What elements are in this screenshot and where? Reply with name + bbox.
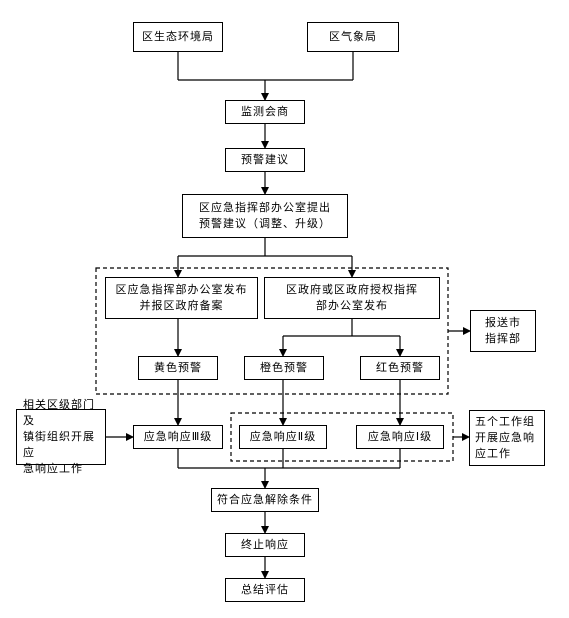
node-response-level1: 应急响应Ⅰ级 [356, 425, 444, 449]
node-orange-warning-label: 橙色预警 [260, 361, 308, 374]
node-weather-bureau: 区气象局 [307, 22, 399, 52]
node-yellow-warning: 黄色预警 [138, 356, 218, 380]
node-summary-evaluation: 总结评估 [225, 578, 305, 602]
node-gov-publish-line1: 区政府或区政府授权指挥 [286, 283, 418, 296]
node-response-level2-label: 应急响应Ⅱ级 [249, 430, 317, 443]
node-weather-bureau-label: 区气象局 [329, 30, 377, 43]
node-lift-conditions-label: 符合应急解除条件 [217, 493, 313, 506]
node-response-level2: 应急响应Ⅱ级 [239, 425, 327, 449]
node-five-groups-line3: 应工作 [475, 447, 511, 460]
node-related-depts-line1: 相关区级部门及 [23, 398, 95, 427]
node-office-publish-line1: 区应急指挥部办公室发布 [115, 283, 248, 296]
node-eco-bureau-label: 区生态环境局 [142, 30, 214, 43]
node-lift-conditions: 符合应急解除条件 [211, 488, 319, 512]
node-warning-advice-label: 预警建议 [241, 153, 289, 166]
node-gov-publish: 区政府或区政府授权指挥 部办公室发布 [264, 277, 440, 319]
node-orange-warning: 橙色预警 [244, 356, 324, 380]
node-monitoring-consult-label: 监测会商 [241, 105, 289, 118]
node-report-city-line1: 报送市 [485, 316, 521, 329]
node-warning-advice: 预警建议 [225, 148, 305, 172]
node-red-warning: 红色预警 [360, 356, 440, 380]
node-monitoring-consult: 监测会商 [225, 100, 305, 124]
node-gov-publish-line2: 部办公室发布 [316, 299, 388, 312]
node-response-level3-label: 应急响应Ⅲ级 [143, 430, 213, 443]
node-office-propose-line1: 区应急指挥部办公室提出 [199, 201, 331, 214]
node-related-depts-line3: 急响应工作 [23, 462, 83, 475]
node-five-groups-line1: 五个工作组 [475, 415, 535, 428]
node-office-publish-line2: 并报区政府备案 [139, 299, 224, 312]
node-terminate-response: 终止响应 [225, 533, 305, 557]
node-eco-bureau: 区生态环境局 [133, 22, 223, 52]
node-related-depts-line2: 镇街组织开展应 [23, 430, 95, 459]
node-summary-evaluation-label: 总结评估 [241, 583, 289, 596]
node-office-propose-line2: 预警建议（调整、升级） [199, 217, 331, 230]
node-response-level1-label: 应急响应Ⅰ级 [367, 430, 433, 443]
node-five-groups-line2: 开展应急响 [475, 431, 535, 444]
node-response-level3: 应急响应Ⅲ级 [133, 425, 223, 449]
node-red-warning-label: 红色预警 [376, 361, 424, 374]
node-report-city: 报送市 指挥部 [470, 310, 536, 352]
node-office-publish: 区应急指挥部办公室发布 并报区政府备案 [105, 277, 258, 319]
node-yellow-warning-label: 黄色预警 [154, 361, 202, 374]
node-report-city-line2: 指挥部 [485, 332, 521, 345]
node-related-depts: 相关区级部门及 镇街组织开展应 急响应工作 [16, 398, 106, 475]
node-terminate-response-label: 终止响应 [241, 538, 289, 551]
node-office-propose: 区应急指挥部办公室提出 预警建议（调整、升级） [182, 194, 348, 238]
node-five-groups: 五个工作组 开展应急响 应工作 [469, 410, 545, 466]
